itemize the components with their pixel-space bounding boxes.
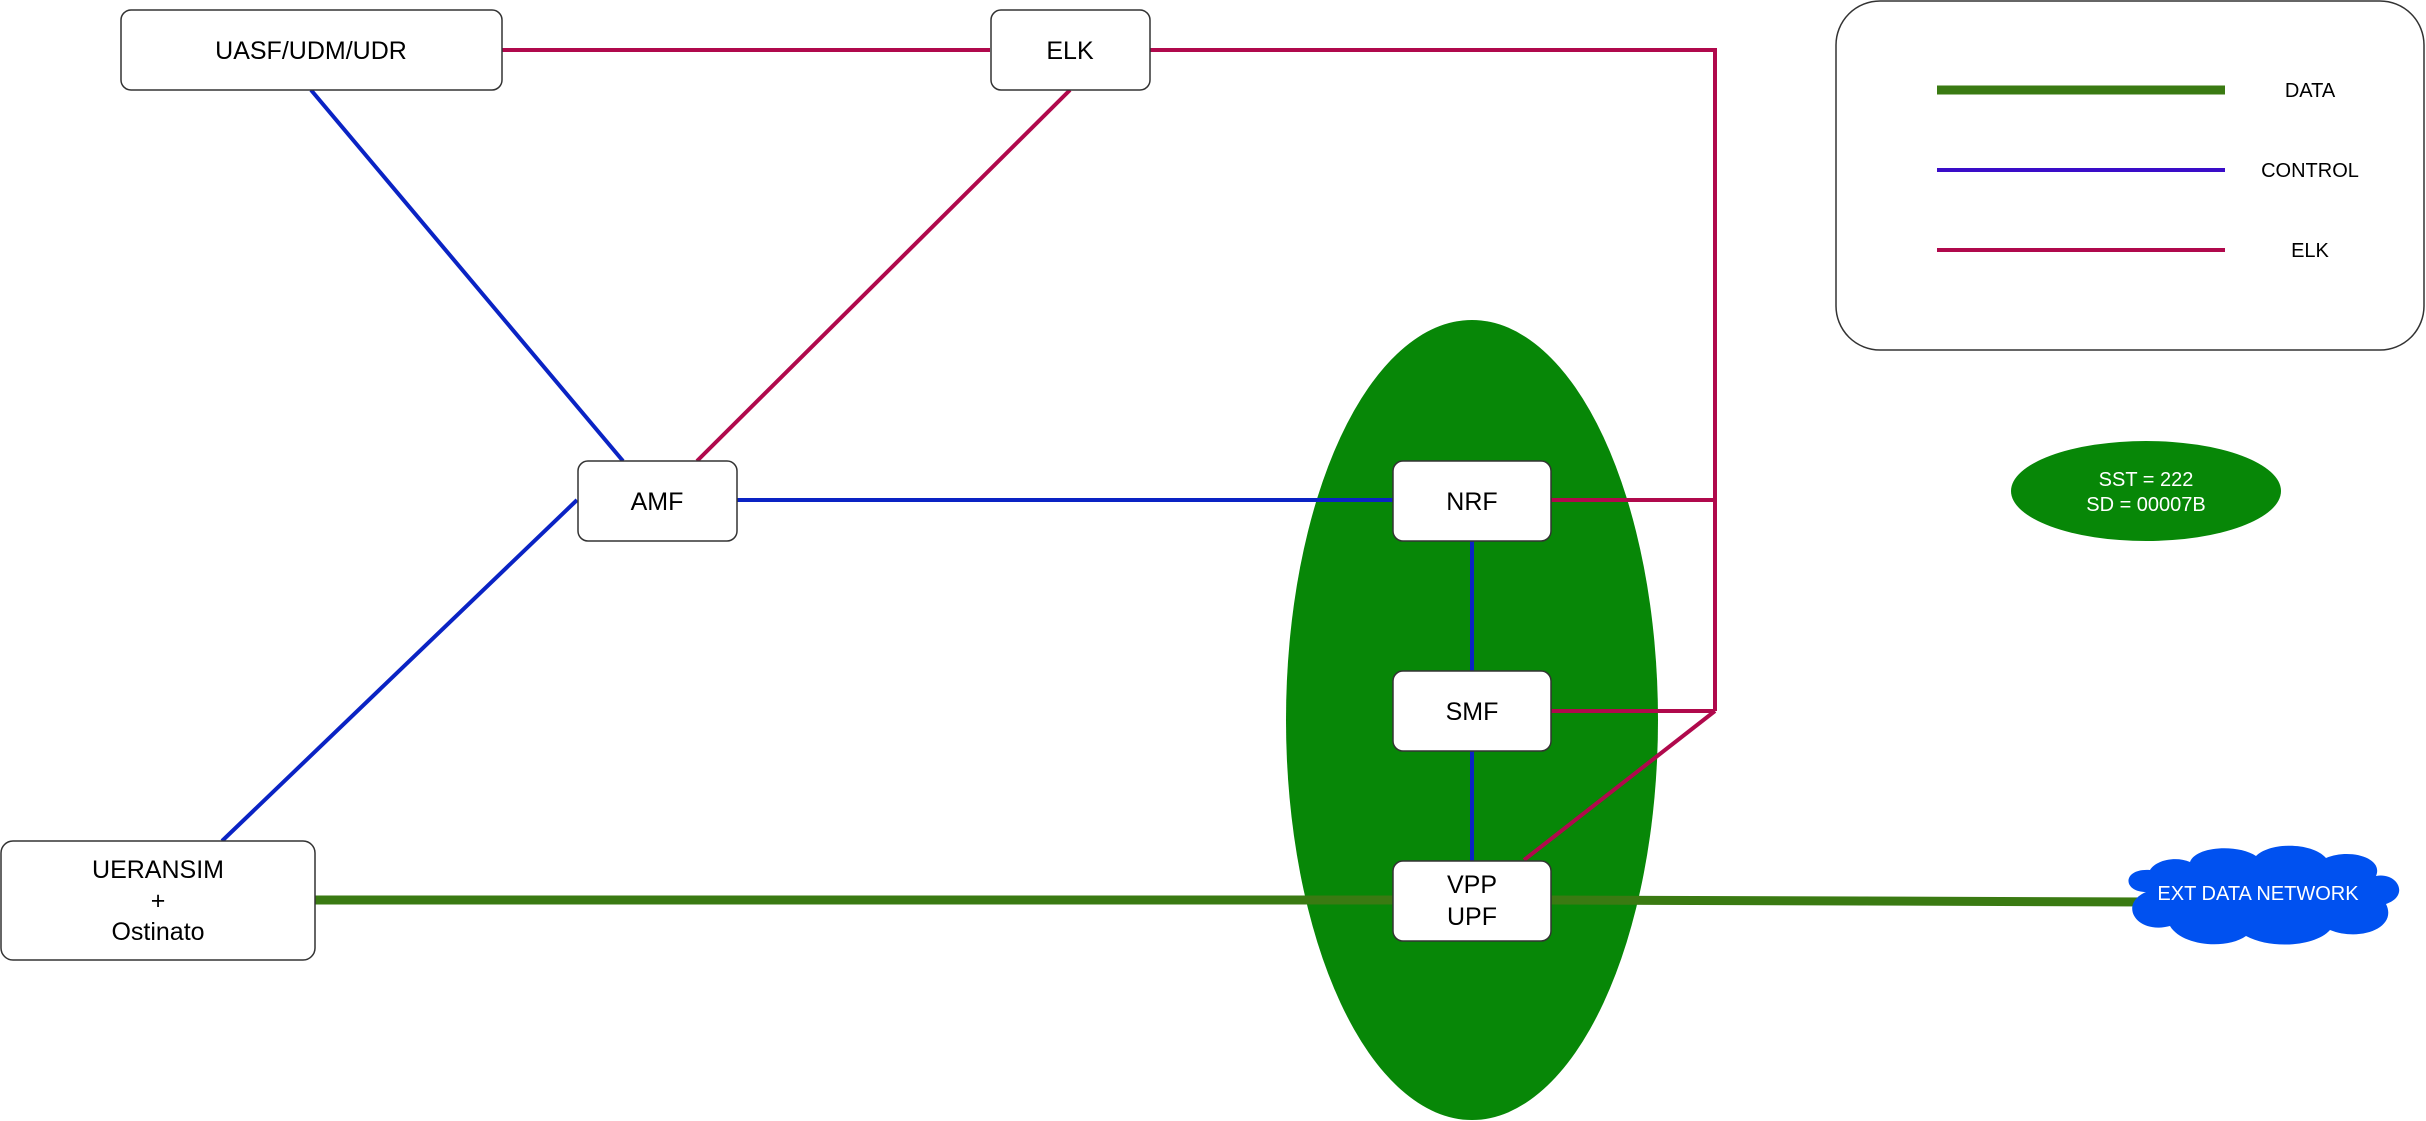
node-amf[interactable]: AMF: [577, 460, 738, 542]
node-vpp-label: VPP: [1447, 871, 1497, 899]
ext-data-network-cloud: EXT DATA NETWORK: [2128, 845, 2400, 945]
connections: [220, 48, 2153, 907]
slice-info-badge: SST = 222 SD = 00007B: [2011, 441, 2281, 541]
node-amf-label: AMF: [631, 488, 684, 516]
node-nrf-label: NRF: [1446, 488, 1497, 516]
slice-sd-label: SD = 00007B: [2086, 494, 2206, 516]
node-ostinato-label: Ostinato: [111, 918, 204, 946]
node-smf[interactable]: SMF: [1392, 670, 1552, 752]
node-elk-label: ELK: [1046, 37, 1094, 65]
node-uasf-udm-udr[interactable]: UASF/UDM/UDR: [120, 9, 503, 91]
node-uasf-label: UASF/UDM/UDR: [215, 37, 407, 65]
node-vpp-upf[interactable]: VPP UPF: [1392, 860, 1552, 942]
link-amf-ueransim: [220, 498, 579, 843]
legend-label-elk: ELK: [2291, 240, 2329, 262]
legend: DATA CONTROL ELK: [1835, 0, 2425, 351]
node-smf-label: SMF: [1446, 698, 1499, 726]
link-vpp-extnet: [1550, 895, 2153, 907]
node-elk[interactable]: ELK: [990, 9, 1151, 91]
node-ueransim-ostinato[interactable]: UERANSIM + Ostinato: [0, 840, 316, 961]
legend-label-control: CONTROL: [2261, 160, 2359, 182]
legend-label-data: DATA: [2285, 80, 2336, 102]
node-upf-label: UPF: [1447, 903, 1497, 931]
slice-sst-label: SST = 222: [2099, 469, 2194, 491]
node-plus-label: +: [151, 887, 166, 915]
link-vpp-elk: [1522, 709, 1717, 862]
link-elk-amf: [695, 88, 1072, 463]
link-elk-bus: [1150, 48, 1717, 711]
cloud-icon: [2128, 845, 2400, 945]
node-ueransim-label: UERANSIM: [92, 856, 224, 884]
node-nrf[interactable]: NRF: [1392, 460, 1552, 542]
cloud-label: EXT DATA NETWORK: [2157, 883, 2359, 905]
link-uasf-amf: [309, 88, 625, 463]
